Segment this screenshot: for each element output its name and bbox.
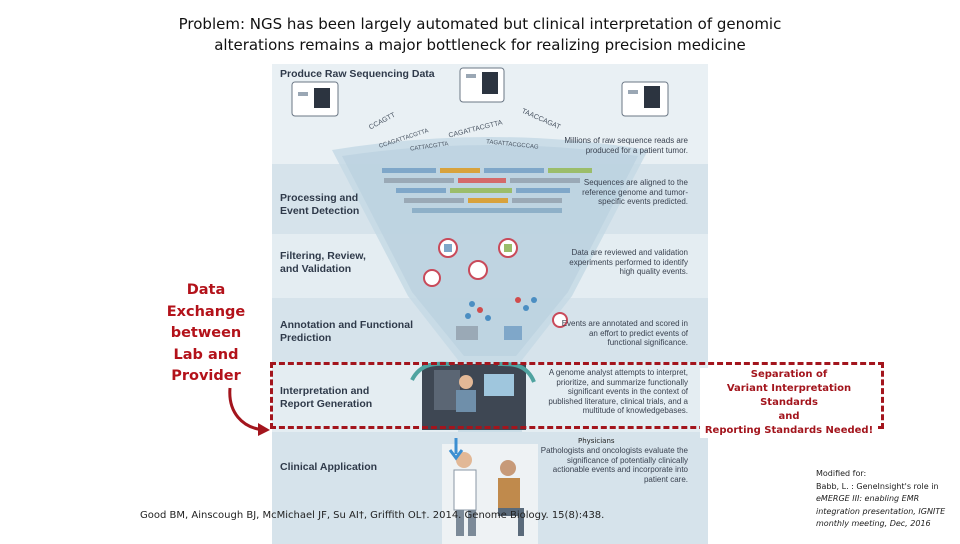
stage-label-processing: Processing and Event Detection	[280, 192, 360, 217]
sequence-reads	[382, 168, 592, 213]
modified-line-2: Babb, L. : GeneInsight's role in	[816, 481, 939, 491]
separation-line-2: Variant Interpretation Standards	[726, 383, 852, 408]
funnel-graphic	[291, 67, 669, 544]
title-line-2: alterations remains a major bottleneck f…	[214, 36, 746, 54]
stage-label-clinical: Clinical Application	[280, 461, 378, 473]
stage-desc-processing: Sequences are aligned to the reference g…	[582, 178, 688, 207]
separation-line-3: and	[778, 411, 800, 422]
validation-circles	[423, 238, 518, 287]
stage-desc-clinical: Pathologists and oncologists evaluate th…	[540, 446, 688, 484]
separation-line-1: Separation of	[750, 369, 828, 380]
genome-analyst-icon	[410, 361, 536, 430]
modified-line-3: eMERGE III: enabling EMR	[816, 494, 920, 503]
stage-desc-interpretation: A genome analyst attempts to interpret, …	[548, 368, 688, 416]
citation: Good BM, Ainscough BJ, McMichael JF, Su …	[140, 510, 605, 521]
separation-line-4: Reporting Standards Needed!	[704, 425, 874, 436]
stage-desc-filtering: Data are reviewed and validation experim…	[569, 248, 688, 277]
physician-patient-icon	[442, 438, 538, 544]
modified-line-1: Modified for:	[816, 469, 867, 478]
interpretation-highlight-box	[270, 362, 884, 429]
side-label-line-1: Data	[186, 282, 226, 298]
stage-desc-annotation: Events are annotated and scored in an ef…	[561, 319, 688, 348]
sequencer-right-icon	[621, 81, 669, 117]
ngs-pipeline-figure: CCAGTT CCAGATTACGTTA CAGATTACGTTA TAACCA…	[272, 64, 708, 544]
stage-label-interpretation: Interpretation and Report Generation	[280, 385, 373, 410]
stage-desc-raw-sequencing: Millions of raw sequence reads are produ…	[564, 136, 688, 155]
curved-arrow-icon	[228, 387, 270, 436]
modified-for-note: Modified for: Babb, L. : GeneInsight's r…	[816, 468, 956, 531]
sequencer-center-icon	[459, 67, 505, 103]
side-label-line-5: Provider	[171, 368, 241, 384]
title-line-1: Problem: NGS has been largely automated …	[178, 15, 782, 33]
modified-line-5: monthly meeting, Dec, 2016	[816, 519, 931, 528]
modified-line-4: integration presentation, IGNITE	[816, 506, 946, 516]
side-label-line-2: Exchange	[166, 303, 246, 320]
stage-label-raw-sequencing: Produce Raw Sequencing Data	[280, 68, 435, 80]
side-label-line-3: between	[170, 325, 242, 341]
stage-label-filtering: Filtering, Review, and Validation	[280, 250, 366, 275]
sequencer-left-icon	[291, 81, 339, 117]
page-title: Problem: NGS has been largely automated …	[120, 14, 840, 56]
physicians-label: Physicians	[578, 437, 615, 445]
annotation-molecules	[456, 297, 568, 340]
side-label-line-4: Lab and	[173, 346, 239, 363]
stage-label-annotation: Annotation and Functional Prediction	[280, 319, 413, 344]
data-exchange-label: Data Exchange between Lab and Provider	[162, 280, 250, 388]
separation-standards-label: Separation of Variant Interpretation Sta…	[700, 368, 878, 438]
